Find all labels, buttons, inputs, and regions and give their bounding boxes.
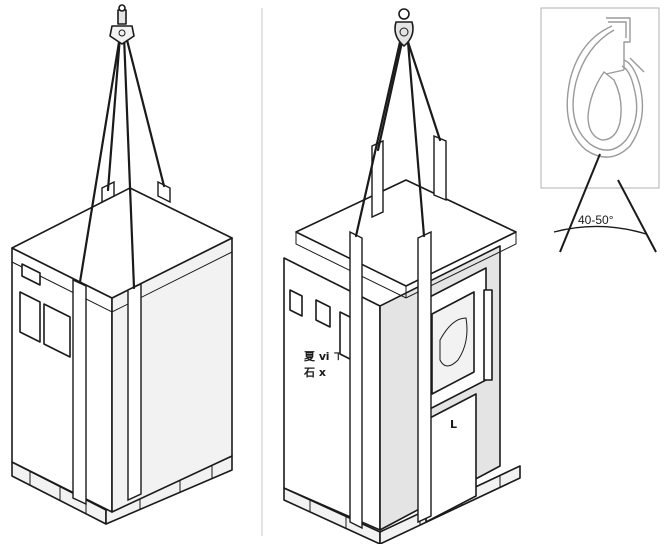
closed-crate-lift-illustration: [11, 4, 233, 525]
angle-arc: [553, 225, 647, 235]
machine-window: [431, 291, 475, 395]
angle-line-right: [617, 179, 657, 253]
door-mark: L: [450, 418, 457, 431]
sling-right-back: [417, 230, 432, 524]
front-panel-left: [19, 291, 41, 343]
front-panel-right: [43, 303, 71, 358]
hook-detail-frame: [540, 7, 660, 189]
crate-left-top-face: [11, 187, 233, 299]
label-window: [21, 263, 41, 286]
sling-left-back: [127, 282, 142, 502]
angle-line-left: [559, 153, 601, 253]
hook-detail-inset: 40-50°: [540, 7, 660, 253]
crane-hook-right-icon: [394, 8, 414, 47]
angle-label: 40-50°: [578, 213, 614, 227]
sling-left-front: [72, 278, 87, 506]
safety-hook-icon: [566, 17, 645, 158]
crate-marking-line2: 石 ⅹ: [303, 366, 326, 379]
crate-marking-line1: 夏 ⅵ ⊤: [304, 350, 343, 363]
sling-right-front: [349, 230, 363, 530]
lifting-ropes-left: [78, 34, 166, 290]
open-crate-lift-illustration: 夏 ⅵ ⊤ 石 ⅹ L: [283, 8, 521, 544]
lifting-ropes-right: [354, 40, 442, 238]
crane-hook-left-icon: [109, 4, 135, 45]
